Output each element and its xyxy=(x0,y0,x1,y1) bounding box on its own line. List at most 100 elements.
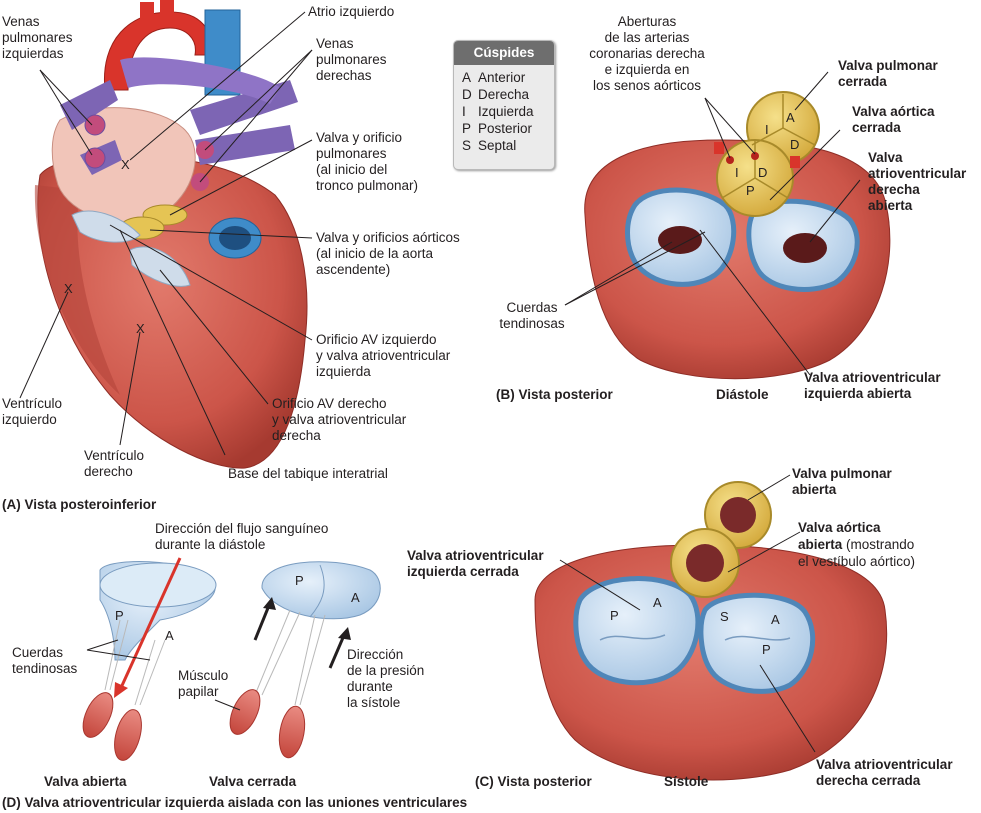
label-valva-av-derecha-cerrada: Valva atrioventricular derecha cerrada xyxy=(816,757,953,788)
caption-panel-a: (A) Vista posteroinferior xyxy=(2,497,157,512)
open-papillary-1 xyxy=(82,692,114,738)
caption-panel-c: (C) Vista posterior xyxy=(475,774,592,789)
leader-cuerdas-b-1 xyxy=(564,241,673,306)
label-ventriculo-izquierdo: Ventrículo izquierdo xyxy=(2,396,63,427)
coronary-opening-right xyxy=(751,152,759,160)
coronary-opening-left xyxy=(726,156,734,164)
coronary-artery-left xyxy=(714,142,724,154)
legend-label: Izquierda xyxy=(478,104,534,119)
leader-av-izq-abierta xyxy=(699,229,811,376)
leader-venas-der-2 xyxy=(199,49,313,183)
label-orificio-av-izquierdo: Orificio AV izquierdo y valva atrioventr… xyxy=(316,332,451,379)
leader-valva-aort xyxy=(149,229,313,239)
coronary-artery-right xyxy=(790,156,800,168)
legend-item: A Anterior xyxy=(454,69,554,86)
leader-valva-pulm xyxy=(169,139,313,216)
av-commissure-3 xyxy=(754,177,789,199)
closed-chorda-2 xyxy=(261,611,301,696)
leader-av-der xyxy=(159,269,269,405)
label-base-tabique-interatrial: Base del tabique interatrial xyxy=(228,466,388,481)
leader-tabique xyxy=(119,229,226,456)
pv-commissure-2 xyxy=(751,127,784,146)
legend-label: Anterior xyxy=(478,70,526,85)
legend-label: Septal xyxy=(478,138,517,153)
label-valva-aortica: Valva y orificios aórticos (al inicio de… xyxy=(316,230,460,277)
leader-aberturas-1 xyxy=(704,97,731,159)
cusp-letter-rv-s: S xyxy=(720,609,729,624)
panel-d-valves xyxy=(82,557,381,761)
label-valva-av-derecha-abierta: Valva atrioventricular derecha abierta xyxy=(868,150,967,213)
pressure-arrow-right xyxy=(328,632,347,669)
label-atrio-izquierdo: Atrio izquierdo xyxy=(308,4,395,19)
open-papillary-2 xyxy=(114,709,142,761)
mark-x-left-ventricle: X xyxy=(64,281,73,296)
leader-av-der-abierta xyxy=(809,179,861,243)
label-valva-aortica-cerrada: Valva aórtica cerrada xyxy=(852,104,935,135)
cusp-letter-closed-p: P xyxy=(295,573,304,588)
label-valva-pulmonar-abierta: Valva pulmonar abierta xyxy=(792,466,892,497)
leader-venas-izq-1 xyxy=(39,69,93,126)
leader-av-izq-cerrada xyxy=(559,559,641,611)
av-commissure-2 xyxy=(721,177,756,199)
leader-venas-izq-2 xyxy=(39,69,93,156)
leader-cuerdas-b-2 xyxy=(564,231,706,306)
leader-vent-izq xyxy=(19,291,69,399)
pressure-arrow-left xyxy=(253,602,272,641)
closed-chorda-3 xyxy=(294,614,316,706)
phase-sistole: Sístole xyxy=(664,774,709,789)
label-valva-av-izquierda-abierta: Valva atrioventricular izquierda abierta xyxy=(804,370,941,401)
closed-valve-dome xyxy=(261,561,381,620)
pulmonary-trunk xyxy=(120,57,280,104)
legend-item: D Derecha xyxy=(454,86,554,103)
leader-aort-abierta xyxy=(727,531,801,573)
leader-pulm-cerrada xyxy=(794,71,829,111)
label-cuerdas-tendinosas-d: Cuerdas tendinosas xyxy=(12,645,78,676)
rv-chordae-b xyxy=(783,233,827,263)
legend-key: A xyxy=(462,70,472,85)
pv-opening-2 xyxy=(84,147,106,169)
lv-chordae-b xyxy=(658,226,702,254)
cusp-letter-closed-a: A xyxy=(351,590,360,605)
label-valva-aortica-abierta-rest: (mostrando el vestíbulo aórtico) xyxy=(798,537,916,569)
label-valva-cerrada: Valva cerrada xyxy=(209,774,297,789)
label-valva-av-izquierda-cerrada: Valva atrioventricular izquierda cerrada xyxy=(407,548,544,579)
open-chorda-4 xyxy=(139,639,166,706)
rv-closed-c xyxy=(698,592,816,694)
cusp-letter-rv-p: P xyxy=(762,642,771,657)
legend-title: Cúspides xyxy=(454,41,554,65)
left-ventricle-surface xyxy=(34,185,120,395)
aortic-lumen-c xyxy=(686,544,724,582)
caption-panel-d: (D) Valva atrioventricular izquierda ais… xyxy=(2,795,468,810)
flow-arrowhead xyxy=(114,682,128,698)
cusp-letter-rv-a: A xyxy=(771,612,780,627)
open-valve-rim xyxy=(99,562,217,608)
label-valva-abierta: Valva abierta xyxy=(44,774,127,789)
leader-musculo xyxy=(214,699,241,711)
open-chorda-1 xyxy=(104,619,121,691)
closed-papillary-2 xyxy=(278,705,306,759)
cusp-letter-lv-p: P xyxy=(610,608,619,623)
closed-chorda-1 xyxy=(254,609,291,696)
legend-key: S xyxy=(462,138,472,153)
label-valva-aortica-abierta: Valva aórtica abierta (mostrando el vest… xyxy=(798,519,915,570)
aortic-branch-1 xyxy=(140,2,154,24)
closed-papillary-1 xyxy=(229,689,261,735)
lv-closure-line xyxy=(599,634,666,641)
closed-chorda-4 xyxy=(299,614,326,706)
label-direccion-presion: Dirección de la presión durante la sísto… xyxy=(347,647,425,710)
legend-label: Derecha xyxy=(478,87,530,102)
left-av-orifice-a xyxy=(71,210,141,243)
cusp-letter-aort-d: D xyxy=(758,165,768,180)
label-orificio-av-derecho: Orificio AV derecho y valva atrioventric… xyxy=(272,396,407,443)
lv-closed-c xyxy=(573,576,701,686)
cusp-letter-pulm-a: A xyxy=(786,110,795,125)
leader-cuerdas-d-2 xyxy=(86,649,151,661)
legend-item: S Septal xyxy=(454,137,554,154)
rv-closure-line xyxy=(724,635,791,641)
cusp-letter-pulm-d: D xyxy=(790,137,800,152)
ivc-lumen xyxy=(219,226,251,250)
cusp-letter-open-p: P xyxy=(115,608,124,623)
legend-key: D xyxy=(462,87,472,102)
flow-arrow xyxy=(118,557,182,691)
pulmonary-lumen-c xyxy=(720,497,756,533)
